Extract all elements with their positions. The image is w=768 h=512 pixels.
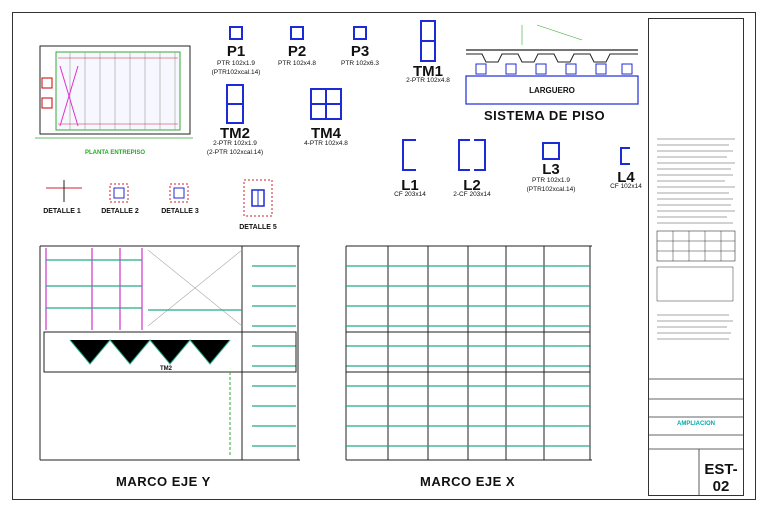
section-l1-label: L1 — [401, 177, 419, 194]
section-tm1-label: TM1 — [413, 63, 443, 80]
section-l3-spec: PTR 102x1.9 — [532, 177, 570, 184]
section-p1-spec: PTR 102x1.9 — [217, 60, 255, 67]
section-p2-label: P2 — [287, 43, 307, 60]
section-l3-shape — [542, 142, 560, 160]
section-l4-label: L4 — [617, 169, 635, 186]
section-l3-spec2: (PTR102xcal.14) — [526, 186, 576, 193]
section-l1-shape — [400, 138, 420, 172]
title-block: AMPLIACION EST-02 — [648, 18, 744, 496]
section-l4-spec: CF 102x14 — [610, 183, 642, 190]
detail-1-label: DETALLE 1 — [43, 208, 81, 215]
section-p3-spec: PTR 102x6.3 — [341, 60, 379, 67]
section-tm2-spec: 2-PTR 102x1.9 — [213, 140, 257, 147]
detail-5-drawing — [240, 172, 276, 222]
section-l3-label: L3 — [542, 161, 560, 178]
section-tm2-label: TM2 — [220, 125, 250, 142]
section-p3-shape — [353, 26, 367, 40]
frame-y-tm-label: TM2 — [160, 366, 172, 372]
frame-x-title: MARCO EJE X — [420, 474, 516, 489]
section-tm4-label: TM4 — [311, 125, 341, 142]
section-l1-spec: CF 203x14 — [394, 191, 426, 198]
section-tm1-divider — [422, 40, 434, 42]
section-l2-shape — [456, 138, 488, 172]
section-p1-spec2: (PTR102xcal.14) — [211, 69, 261, 76]
frame-y-drawing: TM2 — [30, 240, 310, 472]
project-label: AMPLIACION — [677, 421, 715, 427]
section-p1-label: P1 — [226, 43, 246, 60]
section-l4-shape — [618, 146, 634, 166]
section-l2-label: L2 — [463, 177, 481, 194]
section-tm4-spec: 4-PTR 102x4.8 — [304, 140, 348, 147]
section-p1-shape — [229, 26, 243, 40]
section-p3-label: P3 — [350, 43, 370, 60]
sheet-code: EST-02 — [704, 461, 738, 495]
section-l2-spec: 2-CF 203x14 — [453, 191, 491, 198]
floor-beam-label: LARGUERO — [529, 86, 575, 95]
frame-x-drawing — [338, 240, 600, 472]
frame-y-title: MARCO EJE Y — [116, 474, 211, 489]
section-tm2-divider — [228, 103, 242, 105]
section-tm2-spec2: (2-PTR 102xcal.14) — [206, 149, 264, 156]
section-tm1-spec: 2-PTR 102x4.8 — [406, 77, 450, 84]
detail-3-label: DETALLE 3 — [161, 208, 199, 215]
detail-3-drawing — [160, 178, 200, 208]
drawing-sheet — [12, 12, 756, 500]
plan-view: PLANTA ENTREPISO — [30, 38, 198, 156]
section-tm4-vdivider — [325, 90, 327, 118]
floor-system-title: SISTEMA DE PISO — [484, 108, 606, 123]
title-block-drawing — [649, 138, 743, 495]
detail-1-drawing — [42, 176, 86, 206]
section-p2-spec: PTR 102x4.8 — [278, 60, 316, 67]
section-p2-shape — [290, 26, 304, 40]
detail-5-label: DETALLE 5 — [239, 224, 277, 231]
detail-2-label: DETALLE 2 — [101, 208, 139, 215]
plan-label: PLANTA ENTREPISO — [85, 150, 146, 156]
floor-system-drawing: LARGUERO — [462, 20, 642, 110]
detail-2-drawing — [100, 178, 140, 208]
plan-drawing — [35, 45, 193, 139]
